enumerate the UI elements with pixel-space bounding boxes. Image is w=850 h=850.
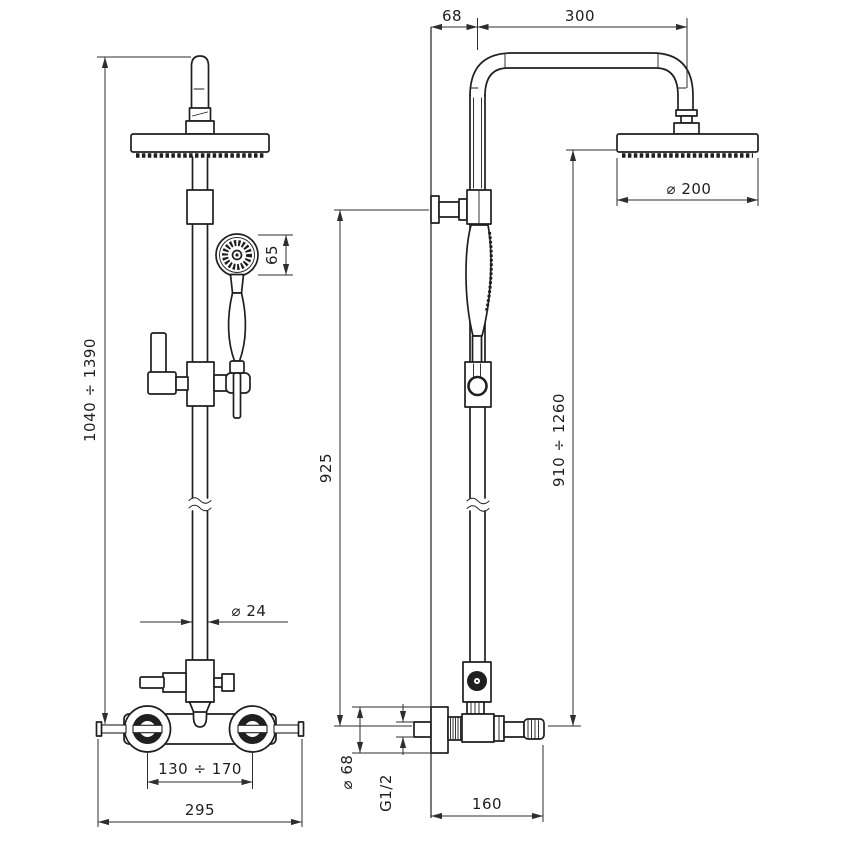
dim-head-height: 910 ÷ 1260 [550,393,568,487]
front-diverter-handle [139,676,165,689]
dim-overall-width: 295 [185,801,215,819]
front-shower-head-disc [130,133,270,153]
front-mixer-valve [95,701,305,753]
dim-bracket-height: 925 [317,453,335,483]
dim-front-height: 1040 ÷ 1390 [81,338,99,442]
side-hand-shower [464,224,493,408]
side-wall-flange [430,706,449,754]
front-diverter-block [139,659,235,703]
dim-head-diameter: ⌀ 200 [667,180,712,198]
side-valve-body [461,713,495,743]
side-valve-handle [523,718,545,740]
front-riser-pipe [185,55,215,661]
side-dimensions: 68 300 ⌀ 200 925 910 ÷ 1260 ⌀ 68 [317,7,759,822]
dim-valve-depth: 160 [472,795,502,813]
dim-wall-offset: 68 [442,7,462,25]
dim-flange-diameter: ⌀ 68 [338,755,356,790]
side-diverter-block [462,661,492,715]
front-dimensions: 1040 ÷ 1390 65 ⌀ 24 130 ÷ 170 295 [81,56,303,827]
front-overhead-shower [130,133,270,158]
front-right-supply [273,724,300,734]
front-hand-shower-handle [227,292,247,362]
side-overhead-shower [616,109,759,158]
front-slider-and-lever [147,332,251,407]
front-diverter-lever [150,332,167,375]
side-wall-bracket [430,189,492,225]
side-view: 68 300 ⌀ 200 925 910 ÷ 1260 ⌀ 68 [317,7,759,822]
side-wall-connection [413,721,432,738]
front-hand-shower [215,233,259,419]
dim-pipe-diameter: ⌀ 24 [232,602,267,620]
side-shower-head-disc [616,133,759,153]
front-view: 1040 ÷ 1390 65 ⌀ 24 130 ÷ 170 295 [81,55,305,827]
dim-arm-reach: 300 [565,7,595,25]
side-holder-ring [467,375,488,397]
front-slider-block [186,361,215,407]
dim-inlet-centers: 130 ÷ 170 [158,760,242,778]
front-left-supply [99,724,127,734]
front-hand-shower-face [222,240,252,270]
side-mixer-valve [413,706,545,754]
front-diverter-knob [221,673,235,692]
dim-hand-shower-head: 65 [263,245,281,265]
dim-connection-thread: G1/2 [377,774,395,812]
